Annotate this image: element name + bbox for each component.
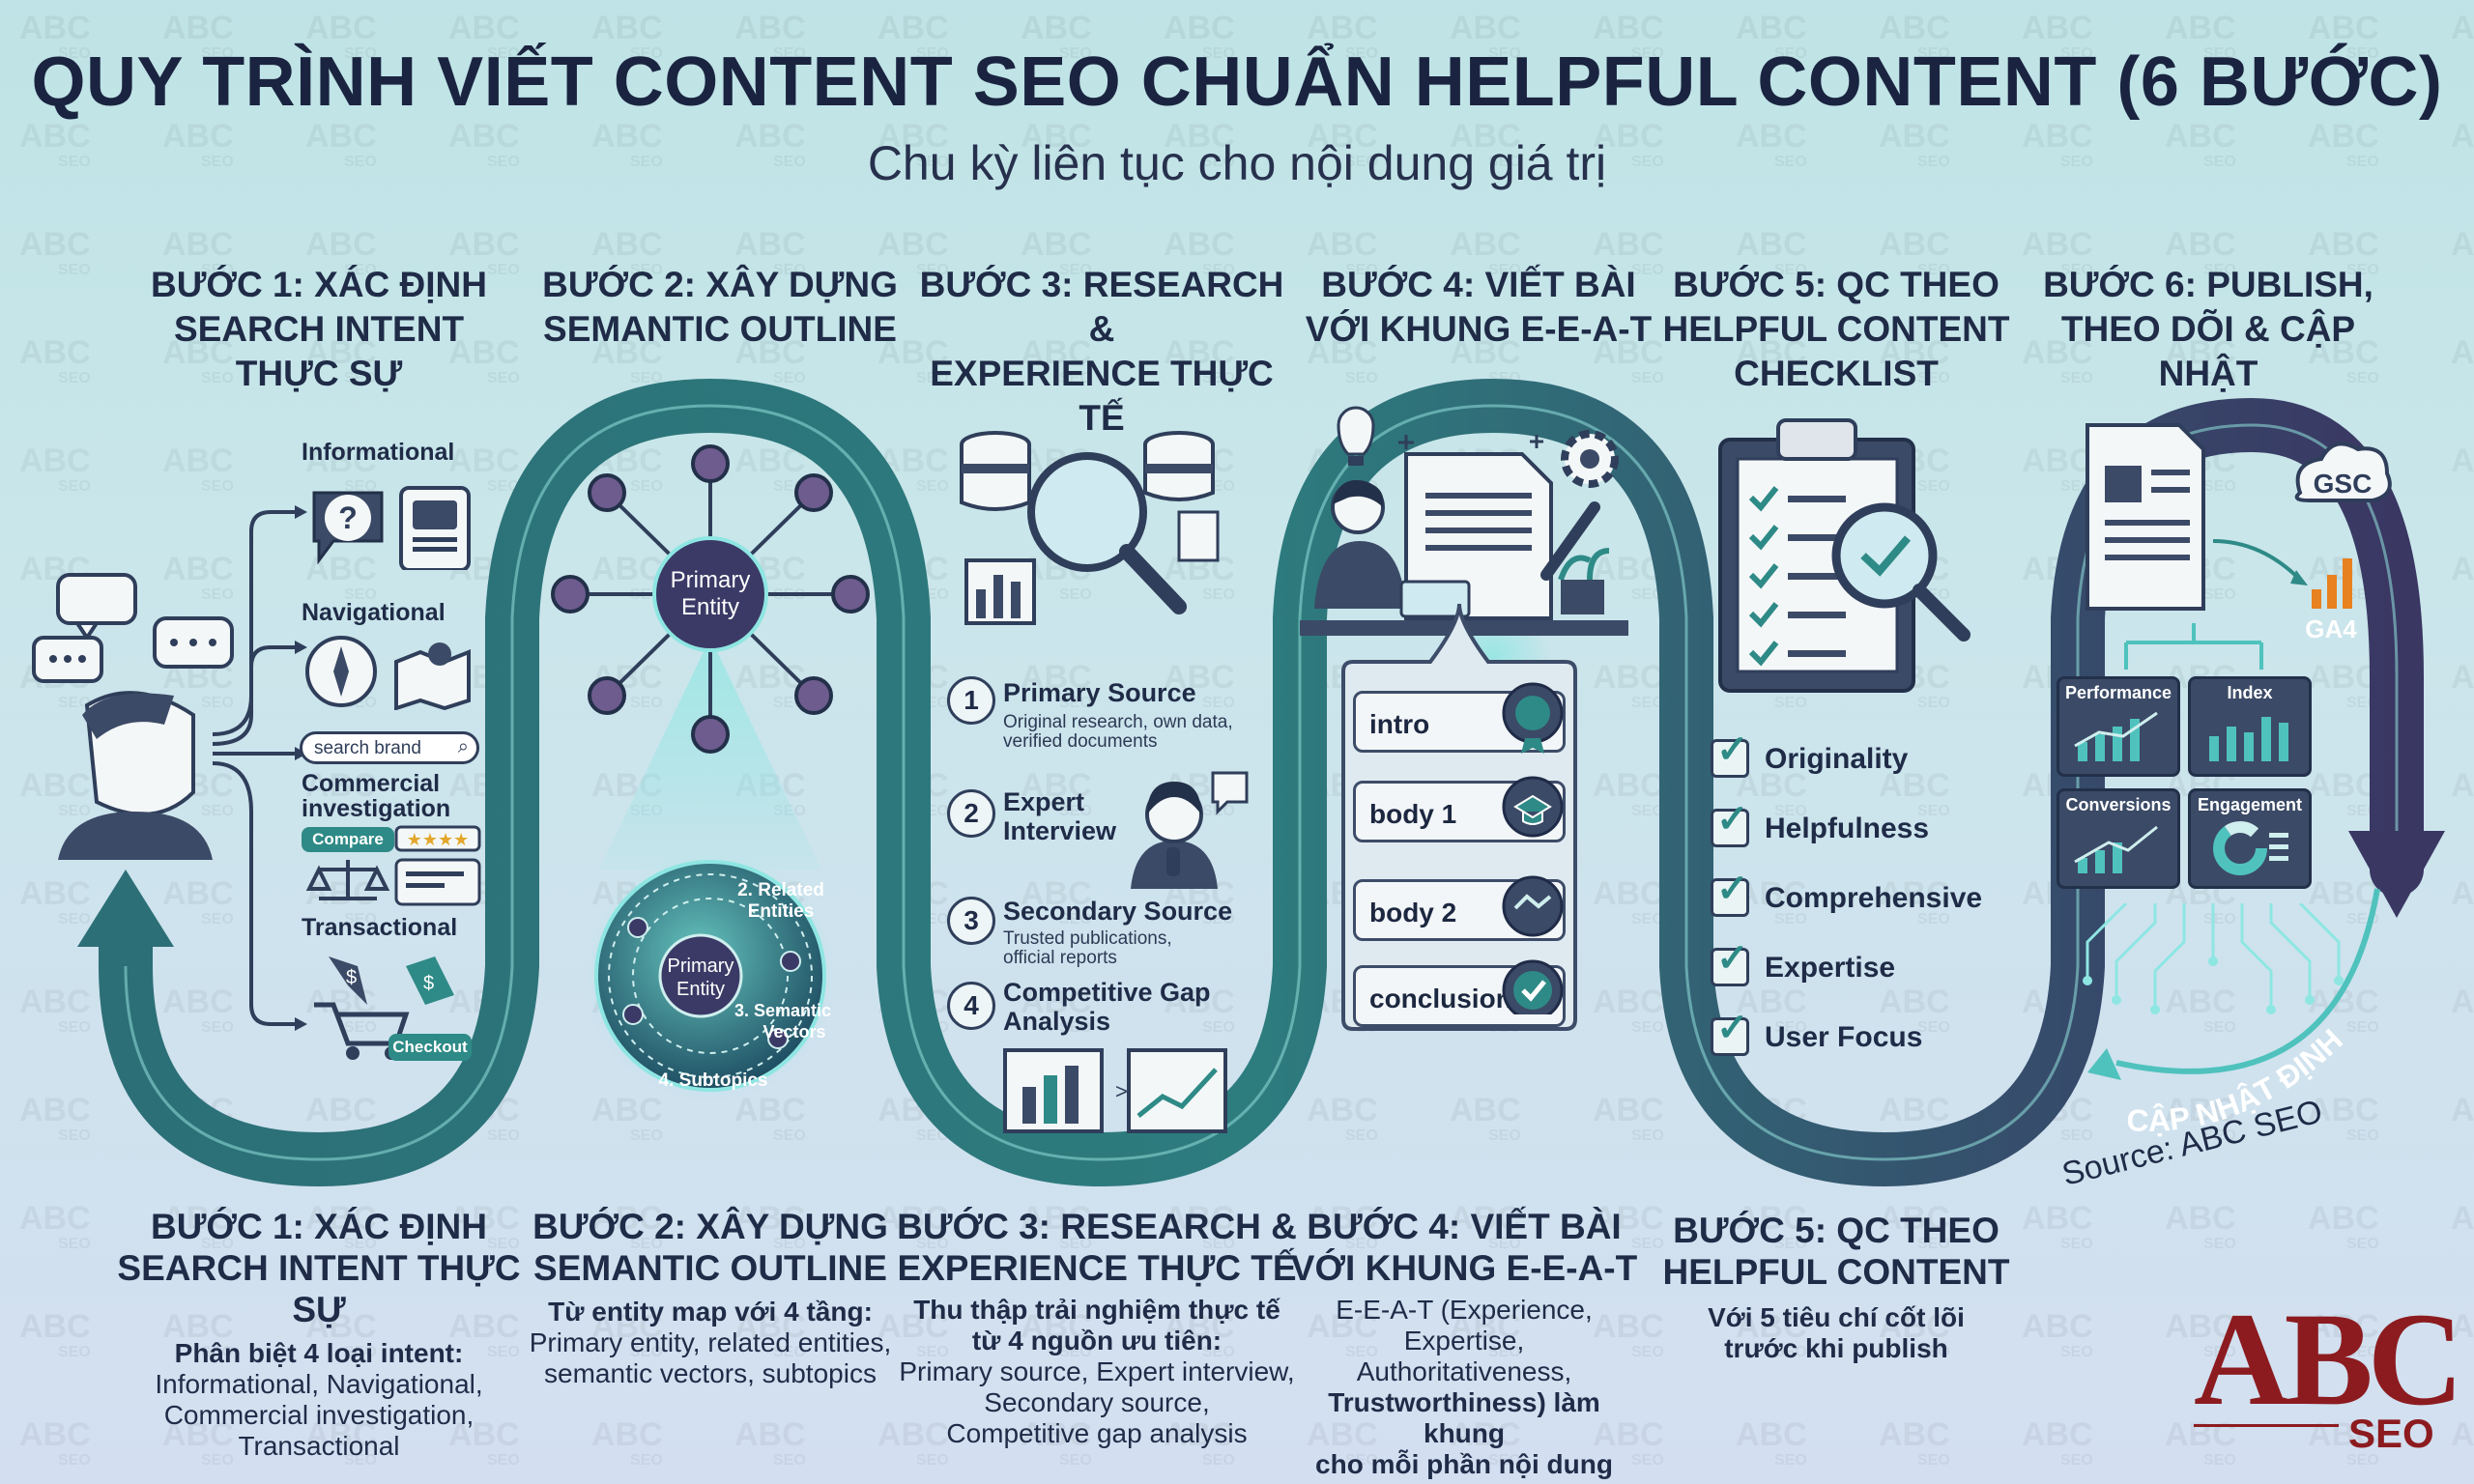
search-icon: ⌕ <box>457 736 469 757</box>
svg-text:Entity: Entity <box>681 594 739 620</box>
question-bubble-icon: ? <box>312 486 471 570</box>
svg-text:3. Semantic: 3. Semantic <box>734 1001 831 1020</box>
step1-summary: BƯỚC 1: XÁC ĐỊNH SEARCH INTENT THỰC SỰ P… <box>117 1207 521 1461</box>
search-brand-input[interactable]: search brand ⌕ <box>300 731 479 764</box>
step3-summary: BƯỚC 3: RESEARCH & EXPERIENCE THỰC TẾ Th… <box>897 1207 1297 1448</box>
svg-text:Vectors: Vectors <box>762 1022 825 1042</box>
intent-transactional-label: Transactional <box>302 914 458 941</box>
check-icon: ✓ <box>1716 1007 1749 1049</box>
svg-text:4. Subtopics: 4. Subtopics <box>659 1070 768 1091</box>
metric-conversions: Conversions <box>2057 788 2180 889</box>
ga4-label: GA4 <box>2305 614 2357 643</box>
intent-navigational-label: Navigational <box>302 599 446 626</box>
qc-clipboard-icon <box>1718 418 1971 693</box>
compare-scale-icon: ★★★★ <box>305 825 481 906</box>
expert-interview-icon <box>1131 771 1249 889</box>
analytics-branch-lines <box>2124 623 2263 670</box>
step5-summary: BƯỚC 5: QC THEO HELPFUL CONTENT Với 5 ti… <box>1662 1211 2010 1363</box>
page-subtitle: Chu kỳ liên tục cho nội dung giá trị <box>867 136 1607 190</box>
step2-summary: BƯỚC 2: XÂY DỰNG SEMANTIC OUTLINE Từ ent… <box>529 1207 892 1388</box>
primary-entity-text: Primary <box>671 567 751 593</box>
step4-summary: BƯỚC 4: VIẾT BÀI VỚI KHUNG E-E-A-T E-E-A… <box>1290 1207 1638 1479</box>
step3-heading: BƯỚC 3: RESEARCH &EXPERIENCE THỰC TẾ <box>919 265 1284 438</box>
svg-text:Entity: Entity <box>676 979 725 1000</box>
checkout-button[interactable]: Checkout <box>388 1034 472 1061</box>
user-avatar-icon <box>32 573 234 860</box>
check-icon: ✓ <box>1716 868 1749 910</box>
svg-text:2. Related: 2. Related <box>737 880 824 900</box>
page-title: QUY TRÌNH VIẾT CONTENT SEO CHUẨN HELPFUL… <box>31 43 2443 121</box>
abc-seo-logo: ABC SEO <box>2194 1285 2463 1456</box>
intent-informational-label: Informational <box>302 439 455 466</box>
compare-button[interactable]: Compare <box>302 827 394 852</box>
gsc-label: GSC <box>2314 469 2373 499</box>
svg-text:$: $ <box>346 967 357 988</box>
intent-branch-lines <box>212 505 307 1031</box>
publish-analytics-icon: GSC GA4 <box>2086 423 2392 643</box>
svg-text:$: $ <box>423 973 434 994</box>
shopping-cart-icon: $ $ <box>314 956 454 1060</box>
step6-heading: BƯỚC 6: PUBLISH,THEO DÕI & CẬP NHẬT <box>2043 265 2373 393</box>
circuit-lines-icon <box>2083 903 2344 1014</box>
metric-index: Index <box>2188 676 2312 777</box>
eeat-badges-icons <box>1502 682 1564 1014</box>
research-magnifier-icon <box>960 431 1220 625</box>
check-icon: ✓ <box>1716 937 1749 980</box>
svg-text:>: > <box>1115 1079 1128 1103</box>
svg-text:Primary: Primary <box>668 956 734 977</box>
search-brand-text: search brand <box>314 738 421 758</box>
metric-engagement: Engagement <box>2188 788 2312 889</box>
metric-performance: Performance <box>2057 676 2180 777</box>
svg-text:?: ? <box>338 500 358 535</box>
cycle-label-svg: CẬP NHẬT ĐỊNH KỲ <box>2107 1024 2355 1138</box>
gap-analysis-charts-icon: > <box>1003 1048 1227 1133</box>
compass-map-icon <box>305 636 471 710</box>
entity-network-diagram: Primary Entity Primary Entity 2. Related… <box>551 444 870 1092</box>
check-icon: ✓ <box>1716 728 1749 771</box>
svg-text:Entities: Entities <box>748 901 815 922</box>
check-icon: ✓ <box>1716 798 1749 841</box>
writer-at-desk-icon <box>1300 406 1628 636</box>
svg-text:★★★★: ★★★★ <box>407 830 470 850</box>
